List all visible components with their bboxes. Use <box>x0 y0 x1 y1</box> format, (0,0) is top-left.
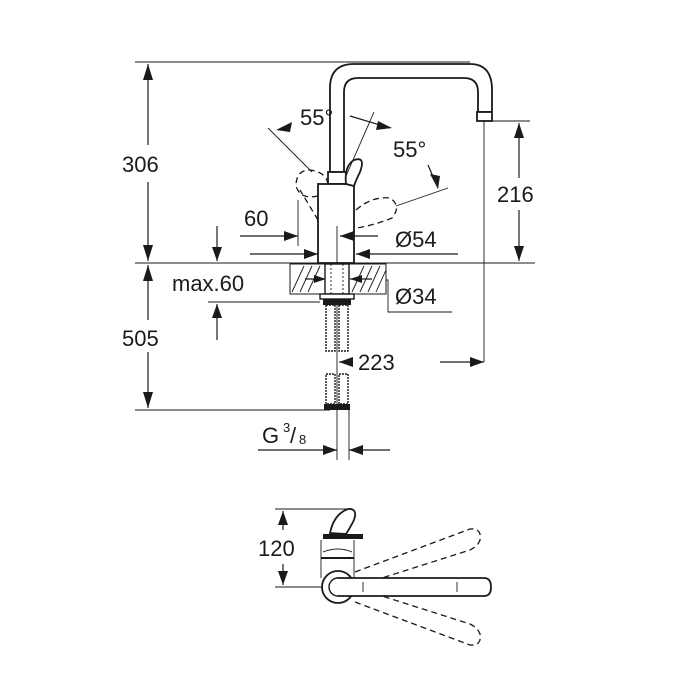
dim-g-label: G <box>262 423 279 448</box>
dim-60-label: 60 <box>244 206 268 231</box>
dim-thread-num: 3 <box>283 420 290 435</box>
dim-max60-label: max.60 <box>172 271 244 296</box>
height-306-dimension: 306 <box>122 64 159 261</box>
angle-55-back: 55° <box>276 105 392 132</box>
body-diameter-dimension: Ø54 <box>340 227 458 259</box>
handle-60-dimension: 60 <box>240 200 318 259</box>
dim-120-label: 120 <box>258 536 295 561</box>
faucet-body <box>317 183 355 264</box>
dim-505-label: 505 <box>122 326 159 351</box>
dim-thread-den: 8 <box>299 432 306 447</box>
spout-reach-223-dimension: 223 <box>339 258 485 375</box>
dim-216-label: 216 <box>497 182 534 207</box>
lever <box>344 158 363 188</box>
dim-o54-label: Ø54 <box>395 227 437 252</box>
angle-55-forward: 55° <box>393 137 440 189</box>
height-505-dimension: 505 <box>122 265 159 408</box>
svg-text:/: / <box>290 423 297 448</box>
deck-section: Ø34 <box>289 263 452 313</box>
dim-o34-label: Ø34 <box>395 284 437 309</box>
top-view-lever <box>338 577 492 597</box>
mounting-hardware <box>319 263 355 410</box>
side-view: 306 505 max.60 <box>122 61 535 460</box>
spout-height-216-dimension: 216 <box>480 120 534 261</box>
thread-g38-dimension: G 3 / 8 <box>258 410 390 460</box>
max-60-dimension: max.60 <box>172 226 320 340</box>
angle-55-forward-label: 55° <box>393 137 426 162</box>
dim-306-label: 306 <box>122 152 159 177</box>
dim-223-label: 223 <box>358 350 395 375</box>
angle-55-back-label: 55° <box>300 105 333 130</box>
top-view: 120 <box>258 508 492 646</box>
lever-depth-120-dimension: 120 <box>258 511 295 585</box>
